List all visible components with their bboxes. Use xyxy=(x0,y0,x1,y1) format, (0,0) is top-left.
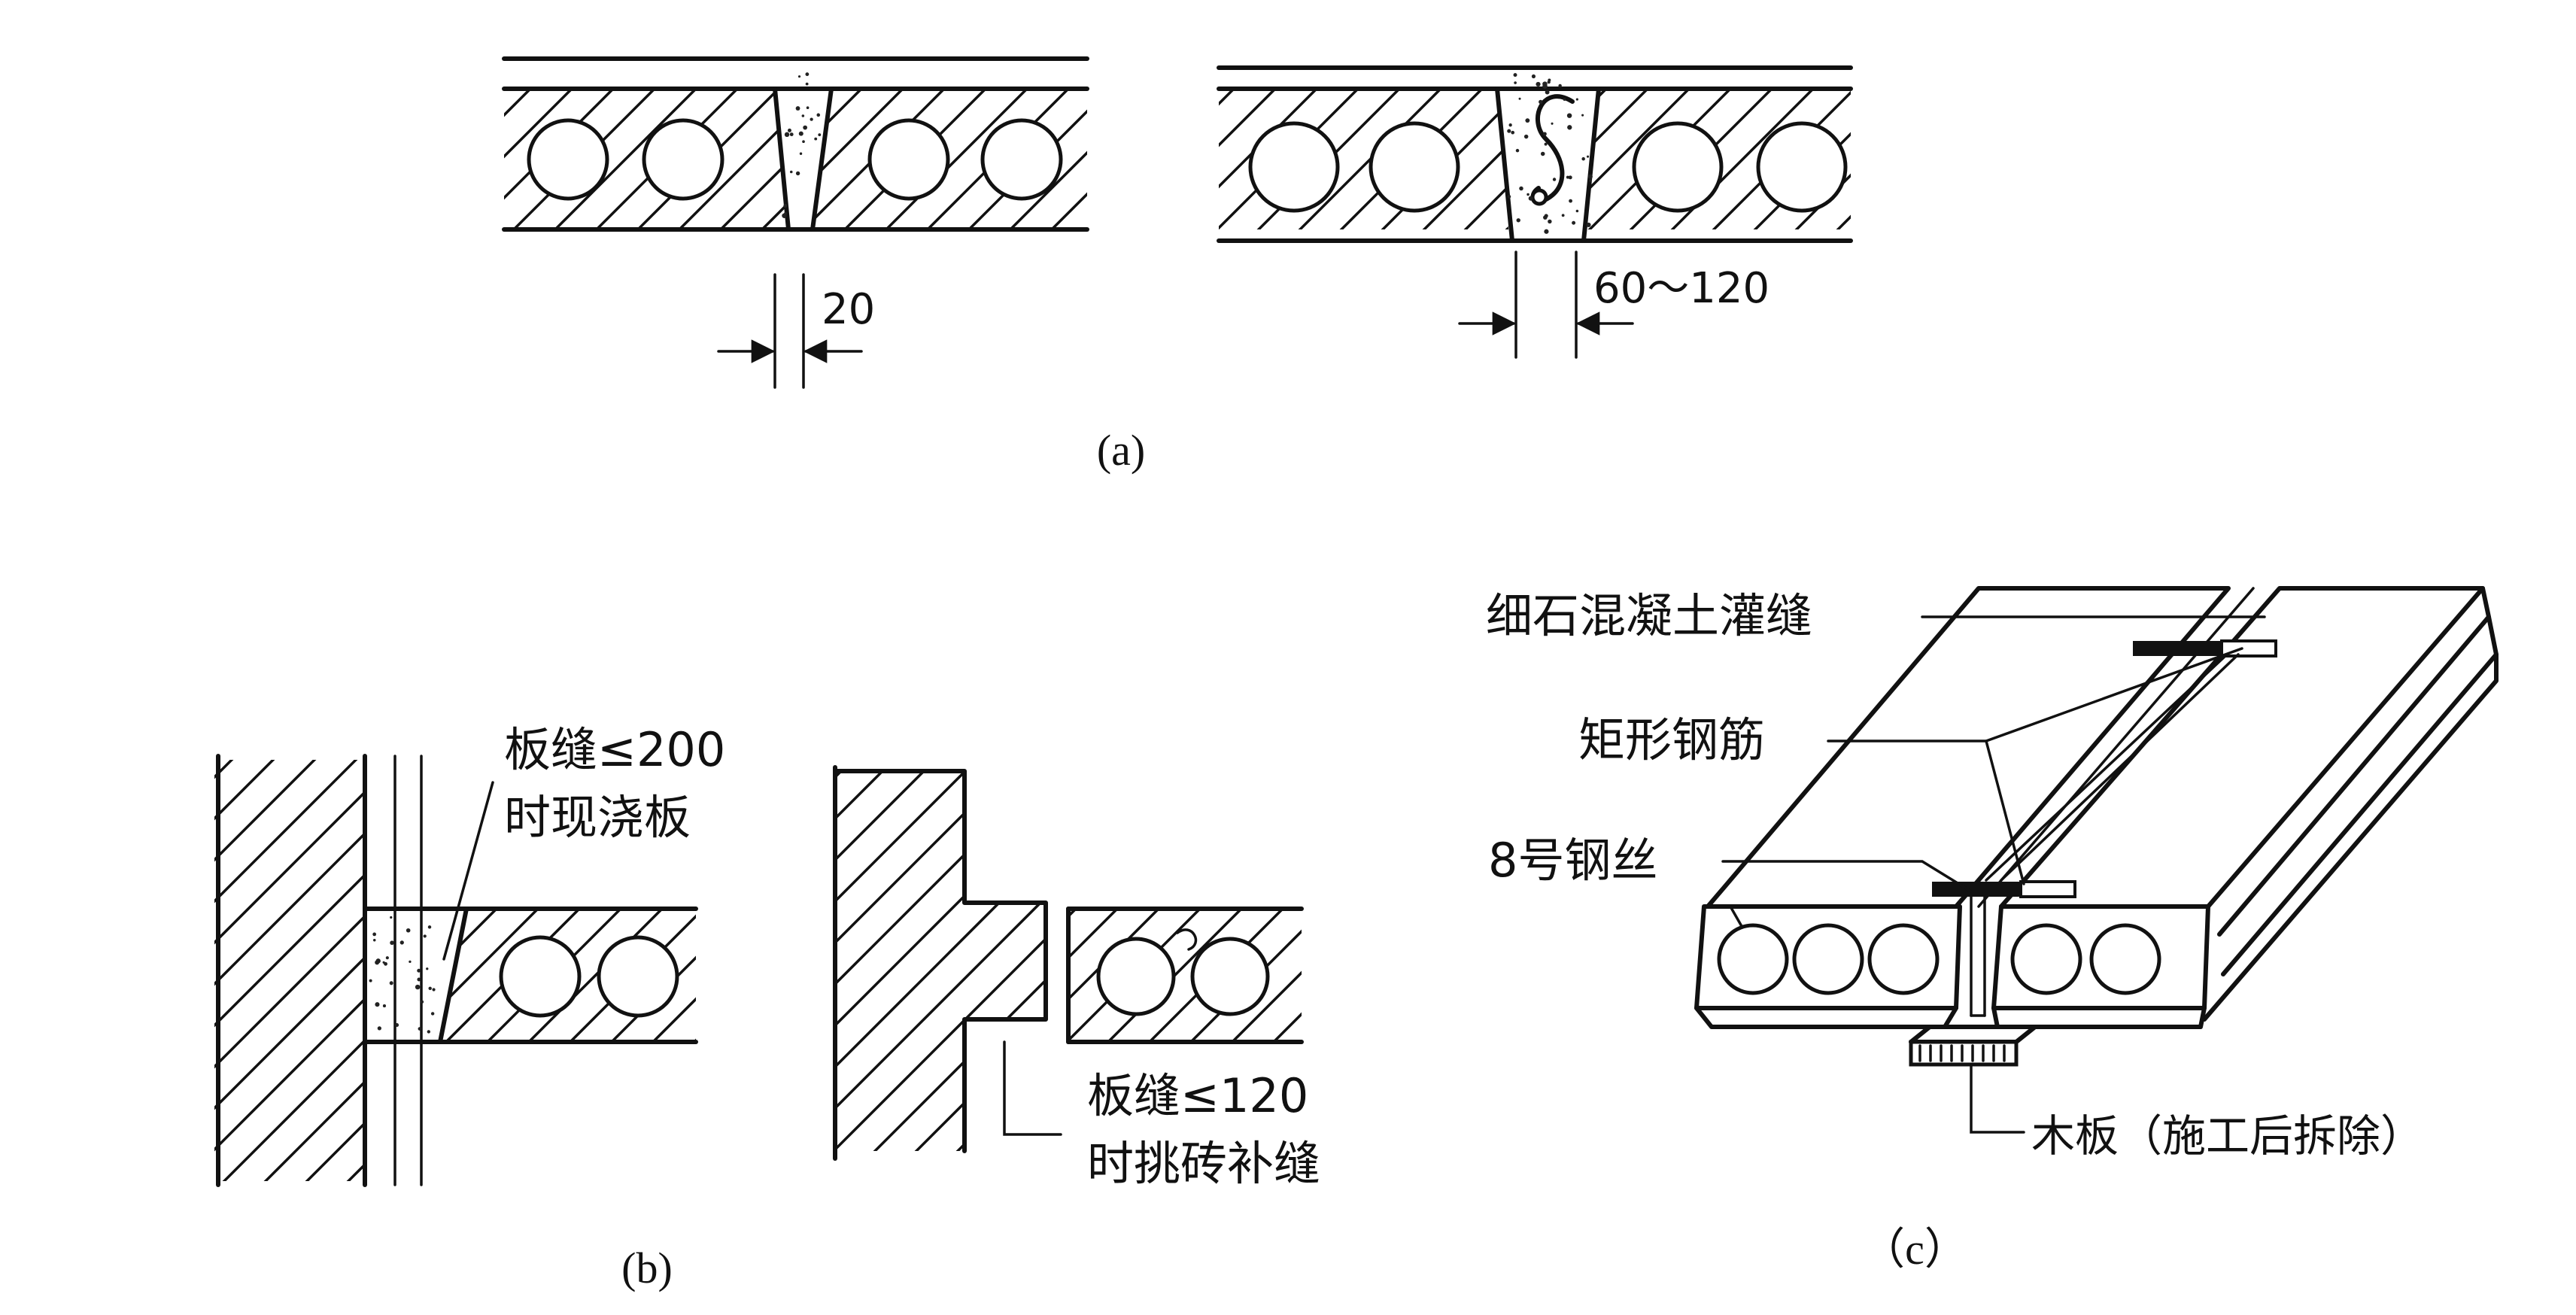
label-corbel-line2: 时挑砖补缝 xyxy=(1087,1136,1320,1191)
label-rectangular-rebar: 矩形钢筋 xyxy=(1578,712,1765,767)
grout-speckle-a2 xyxy=(1507,73,1593,234)
label-corbel-line1: 板缝≤120 xyxy=(1087,1068,1308,1123)
cast-speckle-b1 xyxy=(369,916,436,1034)
dimension-20-label: 20 xyxy=(822,285,875,334)
grout-speckle-a1 xyxy=(782,72,822,218)
caption-b: (b) xyxy=(621,1244,673,1292)
label-timber-board: 木板（施工后拆除） xyxy=(2031,1110,2424,1162)
label-cast-in-place-line2: 时现浇板 xyxy=(504,790,691,845)
caption-a: (a) xyxy=(1097,426,1145,475)
board-marks xyxy=(1918,1044,2006,1062)
label-fine-concrete-grout: 细石混凝土灌缝 xyxy=(1486,588,1812,643)
s-hook-rebar xyxy=(1530,94,1575,204)
caption-c: （c） xyxy=(1861,1225,1968,1274)
label-no8-steel-wire: 8号钢丝 xyxy=(1488,833,1657,888)
label-cast-in-place-line1: 板缝≤200 xyxy=(504,722,725,777)
figure-c-isometric-joint xyxy=(1694,586,2499,1134)
dimension-60-120-label: 60～120 xyxy=(1593,264,1769,313)
